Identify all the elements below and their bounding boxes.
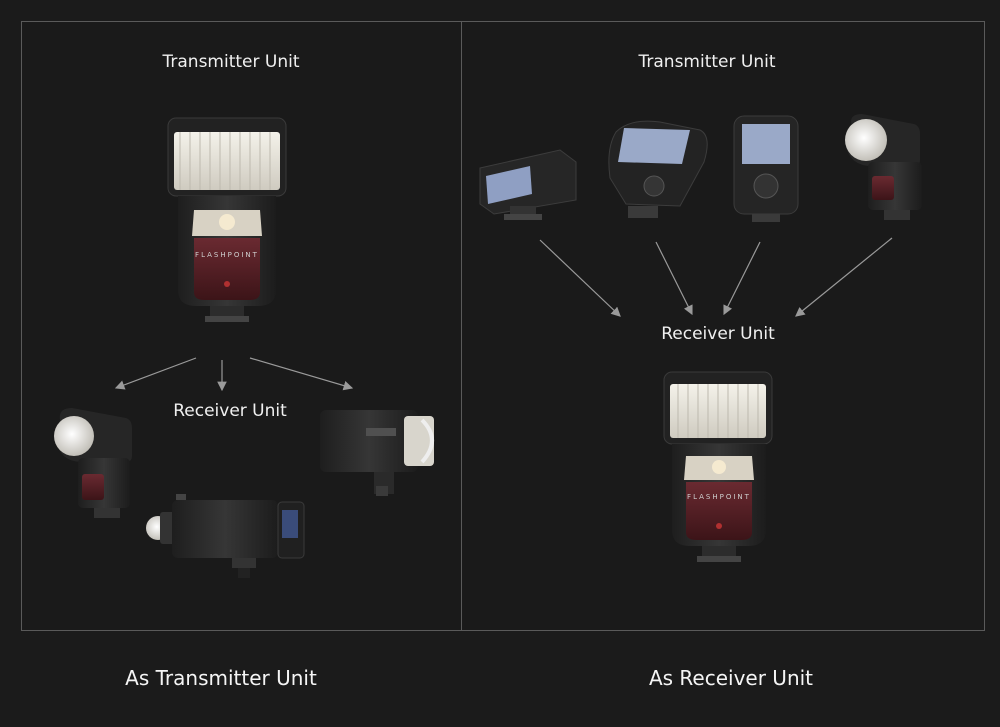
- monolight-receiver: [320, 410, 434, 496]
- left-receiver-label: Receiver Unit: [173, 401, 287, 421]
- speedlight-transmitter-left: [167, 117, 287, 322]
- right-arrows: [539, 237, 893, 317]
- xpro-pro-trigger-transmitter: [608, 120, 708, 218]
- left-flash-brand-text: FLASHPOINT: [195, 251, 259, 259]
- round-head-flash-receiver: [54, 408, 132, 518]
- right-flash-brand-text: FLASHPOINT: [687, 493, 751, 501]
- speedlight-receiver-right: [663, 371, 773, 562]
- receiver-mode-caption: As Receiver Unit: [648, 666, 814, 690]
- left-transmitter-label: Transmitter Unit: [162, 52, 300, 72]
- xpro-trigger-transmitter: [479, 149, 577, 220]
- battery-strobe-receiver: [146, 494, 305, 578]
- transmitter-mode-caption: As Transmitter Unit: [125, 666, 317, 690]
- left-arrows: [114, 357, 354, 392]
- round-head-flash-transmitter: [845, 114, 922, 220]
- right-receiver-label: Receiver Unit: [661, 324, 775, 344]
- remote-trigger-transmitter: [733, 115, 799, 222]
- right-transmitter-label: Transmitter Unit: [638, 52, 776, 72]
